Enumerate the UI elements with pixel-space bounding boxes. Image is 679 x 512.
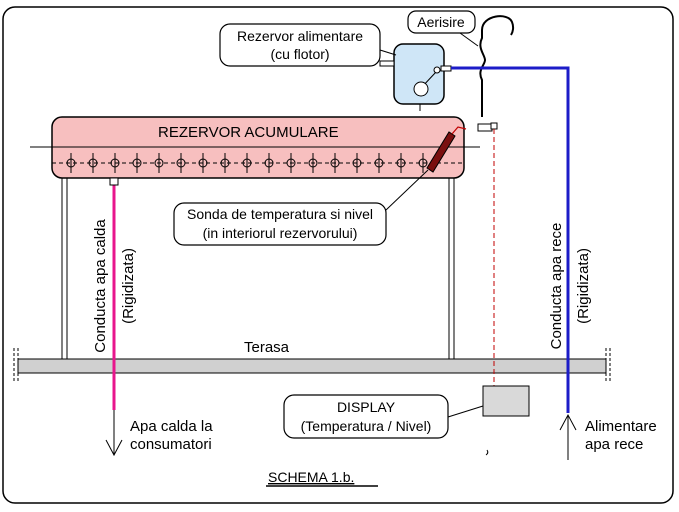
tank-leg-left: [61, 175, 68, 360]
cold-in-label-line1: Alimentare: [585, 418, 657, 435]
probe-label-line1: Sonda de temperatura si nivel: [187, 206, 373, 222]
feed-tank-callout: [219, 23, 381, 67]
hot-pipe-label-line1: Conducta apa calda: [92, 219, 109, 353]
cold-water-in-arrow: [559, 413, 577, 460]
feed-tank: [379, 43, 452, 111]
tank-leg-right: [448, 175, 455, 360]
feed-tank-leader: [379, 49, 397, 56]
display-leader: [447, 405, 484, 418]
feed-tank-label-line1: Rezervor alimentare: [237, 28, 363, 44]
hot-pipe-label-line2: (Rigidizata): [120, 248, 137, 324]
terrace: [13, 348, 611, 382]
probe-leader: [385, 169, 429, 211]
display-label-line1: DISPLAY: [337, 399, 396, 415]
vent-label: Aerisire: [417, 14, 465, 30]
feed-tank-label-line2: (cu flotor): [270, 46, 329, 62]
probe-callout: [173, 202, 387, 246]
cold-in-label-line2: apa rece: [585, 436, 643, 453]
hot-pipe-fitting: [109, 177, 119, 186]
hot-out-label-line1: Apa calda la: [130, 418, 213, 435]
display-label-line2: (Temperatura / Nivel): [301, 418, 432, 434]
storage-tank: [30, 116, 480, 179]
terrace-label: Terasa: [244, 339, 290, 356]
hot-out-label-line2: consumatori: [130, 436, 212, 453]
display-wire: [485, 449, 489, 456]
cold-pipe-label-line1: Conducta apa rece: [548, 223, 565, 350]
vent-leader: [459, 32, 479, 47]
cold-water-pipe: [451, 66, 570, 413]
vent-pipe: [479, 15, 515, 117]
schema-title: SCHEMA 1.b.: [268, 469, 354, 485]
display-unit: [482, 385, 530, 417]
cold-pipe-label-line2: (Rigidizata): [575, 248, 592, 324]
vent-valve: [477, 123, 493, 132]
probe-connector: [490, 122, 498, 130]
temperature-level-probe: [426, 126, 467, 173]
display-callout: [283, 394, 449, 439]
probe-label-line2: (in interiorul rezervorului): [203, 225, 358, 241]
vent-callout: [407, 10, 476, 34]
storage-tank-label: REZERVOR ACUMULARE: [158, 124, 339, 141]
hot-water-out-arrow: [105, 410, 123, 457]
heating-elements: [66, 153, 428, 173]
